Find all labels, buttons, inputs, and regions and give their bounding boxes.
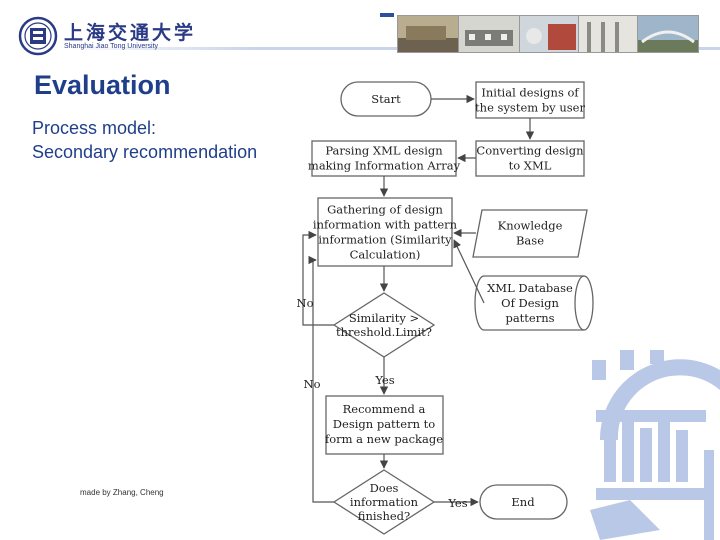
slide-title: Evaluation	[34, 70, 171, 100]
end-node	[479, 484, 568, 520]
flow-label-start-1: Start	[371, 92, 401, 106]
campus-photo-4	[578, 15, 640, 53]
logo-english-text: Shanghai Jiao Tong University	[64, 43, 159, 50]
flow-label-converting-2: to XML	[509, 159, 552, 173]
edge-label-finished-no: No	[304, 377, 321, 391]
flow-label-converting-1: Converting design	[476, 144, 584, 158]
flow-label-finished-check-2: information	[350, 495, 419, 509]
finished-decision-node	[332, 469, 436, 535]
university-watermark-icon	[590, 350, 720, 540]
converting-node	[475, 140, 585, 177]
parsing-node	[311, 140, 457, 177]
flow-label-recommend-3: form a new package	[325, 432, 443, 446]
flow-label-gathering-2: information with pattern	[313, 218, 458, 232]
edge-label-finished-yes: Yes	[447, 496, 467, 510]
initial-designs-node	[475, 81, 585, 119]
flow-label-gathering-4: Calculation)	[350, 248, 421, 262]
flow-label-xml-database-1: XML Database	[487, 281, 573, 295]
header-divider	[60, 47, 720, 50]
flow-label-recommend-1: Recommend a	[343, 402, 426, 416]
flow-label-initial-designs-2: the system by user	[475, 101, 585, 115]
subtitle-line-1: Process model:	[32, 118, 157, 138]
flow-label-gathering-1: Gathering of design	[327, 203, 443, 217]
flow-label-knowledge-base-2: Base	[516, 234, 544, 248]
flow-label-finished-check-3: finished?	[358, 509, 410, 523]
flow-label-knowledge-base-1: Knowledge	[498, 219, 563, 233]
flow-label-gathering-3: information (Similarity	[318, 233, 452, 247]
flow-label-similarity-check-2: threshold.Limit?	[336, 325, 432, 339]
flow-label-similarity-check-1: Similarity >	[349, 311, 419, 325]
flow-label-recommend-2: Design pattern to	[333, 417, 435, 431]
campus-photo-5	[637, 15, 699, 53]
edge-label-similarity-yes: Yes	[374, 373, 394, 387]
edge-label-similarity-no: No	[297, 296, 314, 310]
university-seal-icon	[18, 16, 58, 56]
logo-chinese-text: 上海交通大学	[64, 22, 197, 44]
flow-label-parsing-1: Parsing XML design	[325, 144, 443, 158]
gathering-node	[317, 197, 453, 267]
campus-photo-1	[397, 15, 459, 53]
recommend-node	[325, 395, 444, 455]
header-accent-bar	[380, 13, 394, 17]
knowledge-base-node	[472, 209, 588, 258]
campus-photo-2	[458, 15, 520, 53]
flow-label-finished-check-1: Does	[370, 481, 399, 495]
flow-label-parsing-2: making Information Array	[308, 159, 461, 173]
flow-label-xml-database-2: Of Design	[501, 296, 559, 310]
flow-label-xml-database-3: patterns	[505, 311, 554, 325]
author-credit: made by Zhang, Cheng	[80, 488, 164, 497]
flow-label-end-1: End	[511, 495, 535, 509]
flow-label-initial-designs-1: Initial designs of	[481, 86, 579, 100]
subtitle-line-2: Secondary recommendation	[32, 142, 258, 162]
